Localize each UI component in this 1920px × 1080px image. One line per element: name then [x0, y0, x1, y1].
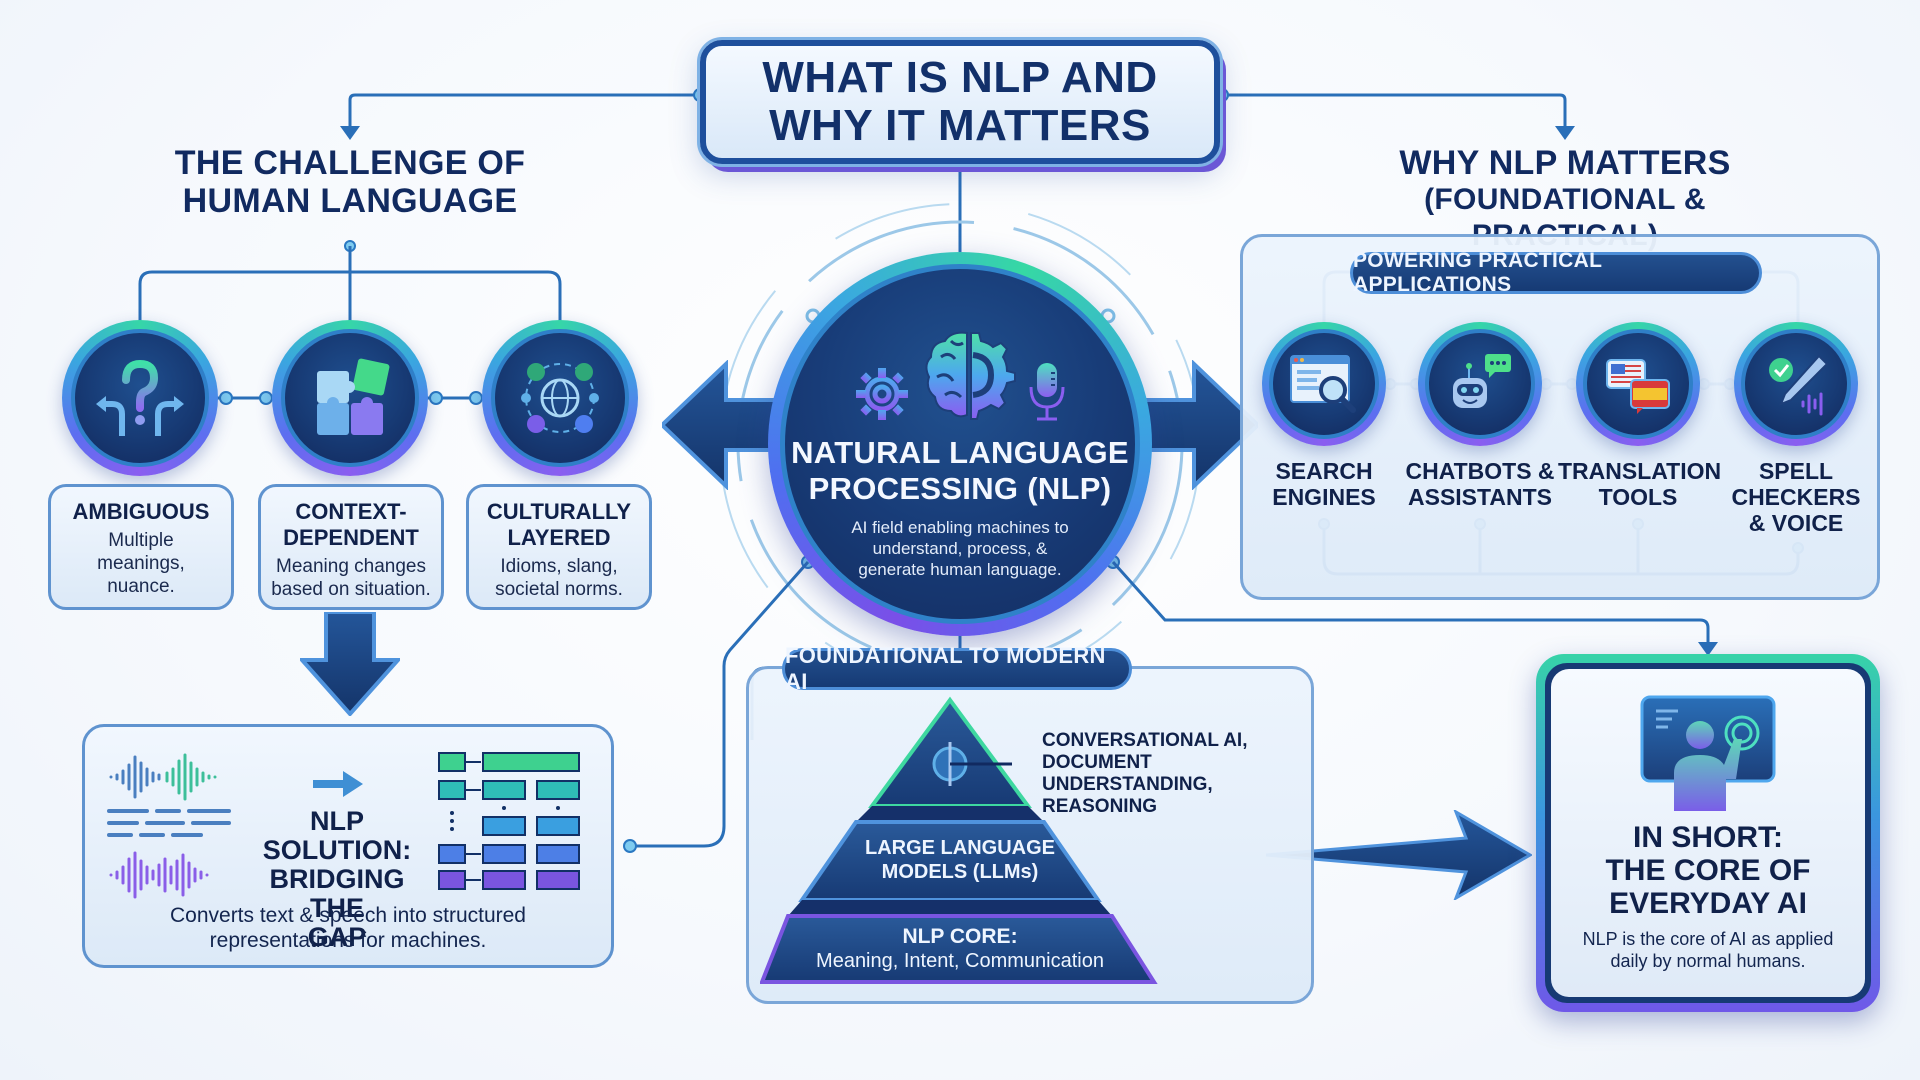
question-crossroads-icon: [96, 359, 184, 436]
left-section-heading: THE CHALLENGE OF HUMAN LANGUAGE: [174, 144, 526, 220]
main-title-box: WHAT IS NLP AND WHY IT MATTERS: [700, 40, 1220, 164]
app-circle-spellcheck: [1734, 322, 1858, 446]
gear-icon: [856, 368, 908, 420]
ai-pyramid: [760, 696, 1158, 984]
person-touchscreen-icon: [1640, 695, 1776, 811]
arrow-down-right-heading: [1555, 126, 1575, 140]
summary-box: IN SHORT: THE CORE OF EVERYDAY AI NLP is…: [1536, 654, 1880, 1012]
arrow-left-big: [662, 360, 792, 490]
challenge-card-cultural: CULTURALLY LAYERED Idioms, slang, societ…: [466, 484, 652, 610]
app-label-spellcheck: SPELL CHECKERS & VOICE: [1731, 458, 1861, 536]
solution-description: Converts text & speech into structured r…: [169, 904, 526, 952]
wire-title-left: [348, 93, 700, 132]
pyramid-middle-label: LARGE LANGUAGE MODELS (LLMs): [865, 837, 1055, 883]
arrow-right-small-icon: [313, 771, 363, 797]
app-label-search: SEARCH ENGINES: [1272, 458, 1376, 510]
arrow-down-left-heading: [340, 126, 360, 140]
solution-title: NLP SOLUTION: BRIDGING THE GAP: [262, 806, 412, 952]
nlp-solution-box: NLP SOLUTION: BRIDGING THE GAP Converts …: [82, 724, 614, 968]
foundation-label: FOUNDATIONAL TO MODERN AI: [782, 643, 1132, 694]
pyramid-base-label: NLP CORE: Meaning, Intent, Communication: [816, 925, 1104, 972]
main-title-line1: WHAT IS NLP AND: [762, 53, 1158, 102]
challenge-card-ambiguous: AMBIGUOUS Multiple meanings, nuance.: [48, 484, 234, 610]
nlp-description: AI field enabling machines to understand…: [851, 518, 1069, 579]
context-icon-circle: [272, 320, 428, 476]
summary-description: NLP is the core of AI as applied daily b…: [1582, 929, 1834, 971]
chatbot-icon: [1453, 354, 1511, 408]
brain-gear-icon: [925, 331, 1016, 420]
puzzle-icon: [317, 358, 390, 435]
center-icons: [853, 327, 1067, 423]
soundwave-icon: [107, 753, 231, 899]
app-label-translation: TRANSLATION TOOLS: [1558, 458, 1722, 510]
arrow-down-big: [300, 612, 400, 716]
arrow-right-summary: [1266, 810, 1532, 900]
summary-title: IN SHORT: THE CORE OF EVERYDAY AI: [1605, 821, 1811, 920]
pyramid-top-callout: CONVERSATIONAL AI, DOCUMENT UNDERSTANDIN…: [1042, 730, 1248, 817]
wire-title-right: [1220, 93, 1567, 132]
search-browser-icon: [1290, 355, 1356, 413]
spellcheck-pen-icon: [1769, 354, 1829, 416]
app-circle-chatbots: [1418, 322, 1542, 446]
ambiguous-icon-circle: [62, 320, 218, 476]
cultural-icon-circle: [482, 320, 638, 476]
globe-culture-icon: [521, 363, 599, 433]
structured-data-icon: [438, 752, 580, 890]
microphone-icon: [1029, 363, 1065, 421]
app-label-chatbots: CHATBOTS & ASSISTANTS: [1405, 458, 1555, 510]
app-circle-search: [1262, 322, 1386, 446]
pyramid-base: [760, 914, 1158, 984]
arrow-right-big: [1128, 360, 1258, 490]
nlp-center-circle: NATURAL LANGUAGE PROCESSING (NLP) AI fie…: [768, 252, 1152, 636]
translation-flags-icon: [1606, 359, 1670, 414]
app-circle-translation: [1576, 322, 1700, 446]
nlp-title: NATURAL LANGUAGE PROCESSING (NLP): [791, 435, 1129, 506]
main-title-line2: WHY IT MATTERS: [769, 101, 1151, 150]
challenge-card-context: CONTEXT- DEPENDENT Meaning changes based…: [258, 484, 444, 610]
applications-label: POWERING PRACTICAL APPLICATIONS: [1350, 249, 1762, 296]
